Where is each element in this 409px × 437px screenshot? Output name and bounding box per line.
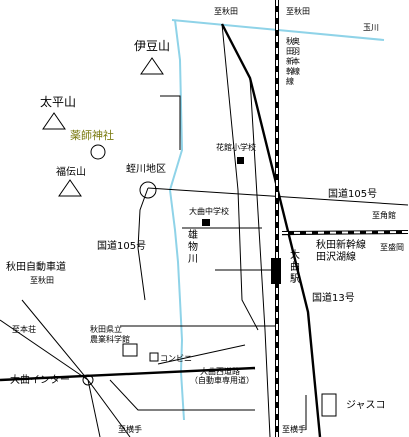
- label-izu-mountain: 伊豆山: [134, 39, 170, 53]
- label-akita-shinkansen-tazawako: 秋田新幹線田沢湖線: [316, 238, 366, 263]
- fukuden-mountain-icon: [58, 179, 82, 197]
- label-ou-shinkansen: 奥羽本線秋田新幹線: [286, 36, 300, 86]
- label-to-akita-top: 至秋田: [214, 6, 238, 16]
- road-central: [237, 189, 259, 331]
- label-omagari-station: 大曲駅: [290, 248, 300, 285]
- label-omagari-nishi-road: 大曲西道路: [200, 366, 240, 376]
- label-yakushi-shrine: 薬師神社: [70, 128, 114, 142]
- railways: [275, 0, 409, 437]
- label-hanadate-school: 花館小学校: [216, 142, 256, 152]
- road-west-south: [109, 379, 255, 411]
- hanadate-school-icon: [237, 157, 244, 164]
- label-route13: 国道13号: [312, 291, 355, 304]
- convenience-store-icon: [149, 352, 159, 362]
- label-agri-school: 秋田県立農業科学館: [90, 324, 130, 344]
- map-labels: 至秋田 至秋田 玉川 伊豆山 太平山 薬師神社 福伝山 蛭川地区 花館小学校 大…: [6, 6, 404, 434]
- to-honjo-road: [0, 319, 89, 381]
- point-markers: [82, 144, 337, 417]
- label-tamagawa: 玉川: [363, 23, 379, 32]
- label-omono-river: 雄物川: [188, 228, 198, 265]
- omagari-station-icon: [271, 258, 281, 284]
- label-to-morioka: 至盛岡: [380, 242, 404, 252]
- road-central-east: [249, 77, 271, 437]
- akita-expressway-road: [21, 299, 131, 437]
- izu-mountain-icon: [140, 57, 164, 75]
- label-omagari-nishi-road-sub: （自動車専用道）: [190, 375, 254, 385]
- agri-school-icon: [122, 343, 138, 357]
- label-to-honjo: 至本荘: [12, 324, 36, 334]
- label-to-yokote-left: 至横手: [118, 424, 142, 434]
- road-north: [221, 23, 239, 191]
- road-south-2: [157, 344, 246, 365]
- label-omagari-ic: 大曲インター: [10, 373, 70, 386]
- label-to-yokote-right: 至横手: [282, 424, 306, 434]
- label-omagari-jhs: 大曲中学校: [189, 206, 229, 216]
- label-fukuden-mountain: 福伝山: [56, 165, 86, 178]
- label-hirukawa-district: 蛭川地区: [126, 162, 166, 175]
- route105-road-west: [137, 187, 149, 301]
- label-to-akita-top-right: 至秋田: [286, 6, 310, 16]
- omagari-ic-icon: [82, 374, 94, 386]
- label-to-akita-left: 至秋田: [30, 275, 54, 285]
- mountain-markers: [42, 57, 164, 197]
- taihei-mountain-icon: [42, 112, 66, 130]
- road-north-west: [160, 95, 181, 150]
- label-akita-expressway: 秋田自動車道: [6, 260, 66, 273]
- label-jasco: ジャスコ: [346, 400, 386, 411]
- omagari-jhs-icon: [202, 219, 210, 226]
- label-to-kakunodate: 至角館: [372, 210, 396, 220]
- label-route105-left: 国道105号: [97, 239, 146, 252]
- to-yokote-left-road: [87, 379, 101, 437]
- omagari-nishi-road: [0, 366, 256, 382]
- hirukawa-district-icon: [139, 181, 157, 199]
- label-route105-right: 国道105号: [328, 187, 377, 200]
- label-taihei-mountain: 太平山: [40, 94, 76, 109]
- label-convenience-store: コンビニ: [160, 354, 192, 363]
- omono-river: [168, 19, 185, 421]
- yakushi-shrine-icon: [90, 144, 106, 160]
- jasco-icon: [321, 393, 337, 417]
